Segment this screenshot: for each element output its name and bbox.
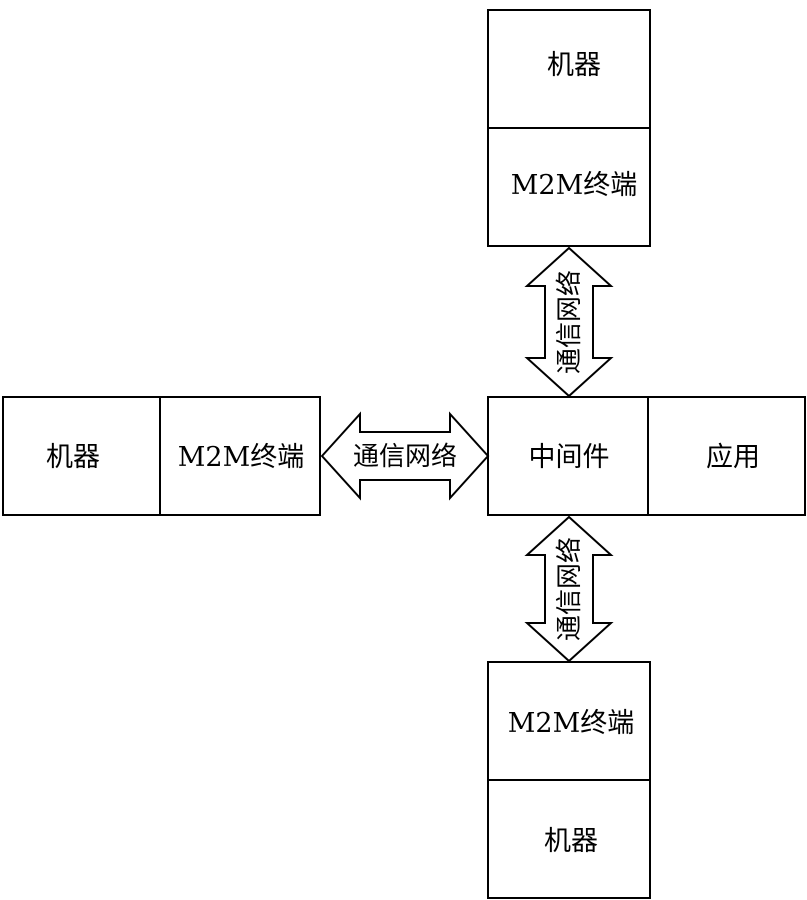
left-node-box — [2, 396, 321, 516]
left-double-arrow — [320, 411, 490, 501]
bottom-double-arrow — [524, 515, 614, 663]
bottom-terminal-label: M2M终端 — [508, 708, 634, 739]
bottom-node: M2M终端 机器 — [487, 661, 651, 899]
left-node: 机器 M2M终端 — [2, 396, 321, 516]
left-link-label: 通信网络 — [353, 442, 457, 472]
top-double-arrow — [524, 246, 614, 398]
top-link: 通信网络 — [524, 246, 614, 398]
center-node: 中间件 应用 — [487, 396, 806, 516]
top-node: 机器 M2M终端 — [487, 9, 651, 247]
left-terminal-label: M2M终端 — [178, 442, 304, 473]
middleware-label: 中间件 — [529, 442, 610, 473]
bottom-link: 通信网络 — [524, 515, 614, 663]
bottom-machine-label: 机器 — [544, 826, 598, 857]
top-link-label: 通信网络 — [555, 270, 585, 374]
top-terminal-label: M2M终端 — [511, 170, 637, 201]
top-machine-label: 机器 — [547, 50, 601, 81]
application-label: 应用 — [706, 442, 760, 473]
bottom-link-label: 通信网络 — [555, 537, 585, 641]
left-machine-label: 机器 — [46, 442, 100, 473]
left-link: 通信网络 — [320, 411, 490, 501]
